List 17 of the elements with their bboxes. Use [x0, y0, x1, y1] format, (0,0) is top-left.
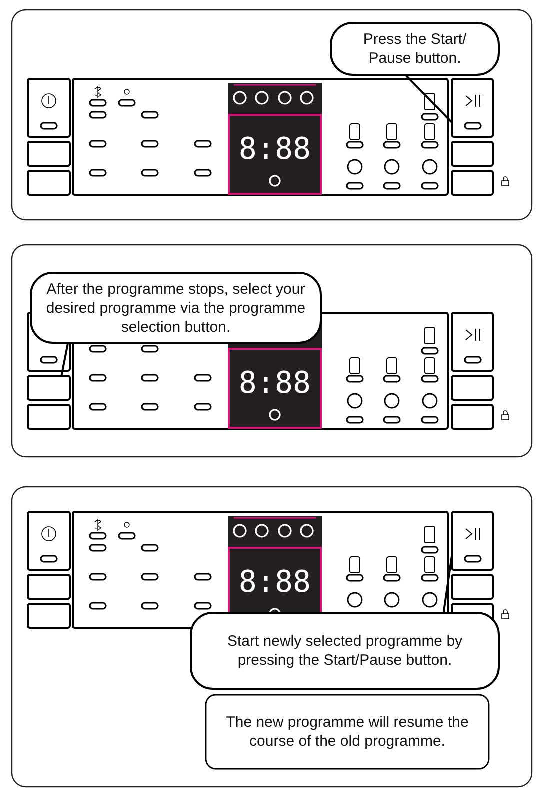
callout-text: Start newly selected programme by pressing the Start/Pause button.	[226, 632, 464, 670]
note-box	[205, 694, 490, 770]
speech-bubble	[330, 22, 500, 76]
speech-bubble-tail	[406, 75, 453, 124]
start-pause-button	[451, 78, 494, 138]
callout-text: After the programme stops, select your desired programme via the programme selection button.	[45, 280, 307, 336]
speech-bubble	[30, 272, 322, 344]
speech-bubble-tail	[60, 344, 69, 376]
speech-bubble	[190, 612, 500, 690]
display-readout: 8:88	[238, 565, 312, 600]
start-pause-button	[451, 511, 494, 571]
speech-bubble-tail	[442, 556, 453, 612]
callout-text: Press the Start/ Pause button.	[362, 30, 468, 68]
display-readout: 8:88	[238, 132, 312, 167]
display-readout: 8:88	[238, 366, 312, 401]
callout-text: The new programme will resume the course of the old programme.	[225, 713, 470, 751]
programme-button	[27, 375, 71, 401]
